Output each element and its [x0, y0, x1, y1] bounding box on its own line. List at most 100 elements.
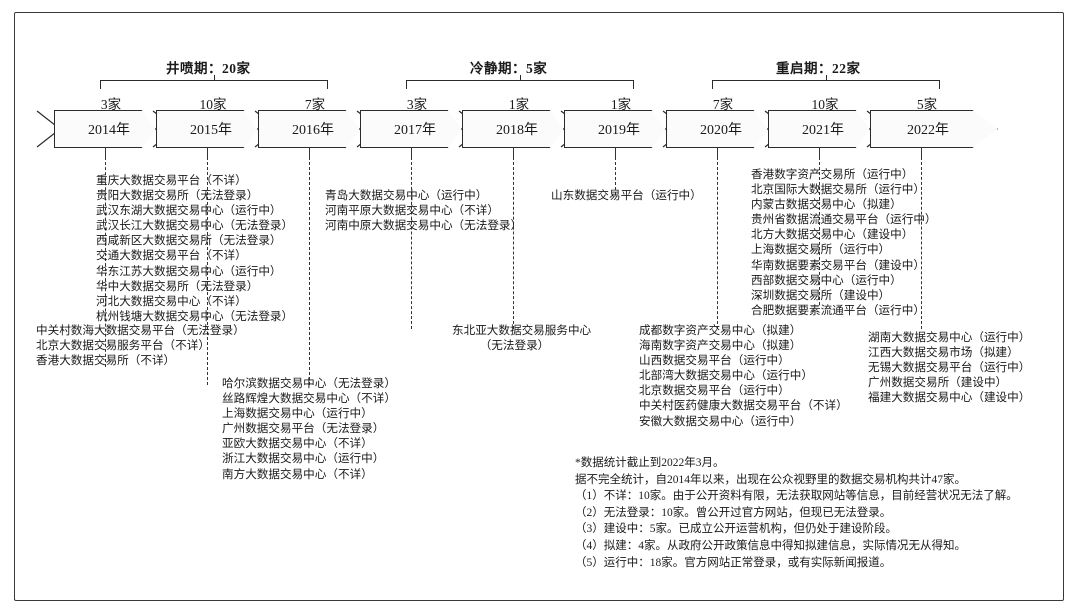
entries-2017: 青岛大数据交易中心（运行中） 河南平原大数据交易中心（不详） 河南中原大数据交易…: [325, 188, 522, 233]
year-label-2014: 2014年: [88, 123, 130, 138]
list-item: 华中大数据交易所（无法登录）: [96, 279, 259, 293]
year-count-2017: 3家: [406, 97, 428, 112]
list-item: 中关村医药健康大数据交易平台（不详）: [639, 399, 848, 413]
list-item: 深圳数据交易所（建设中）: [751, 288, 891, 302]
list-item: 重庆大数据交易平台（不详）: [96, 174, 247, 187]
list-item: 哈尔滨数据交易中心（无法登录）: [222, 377, 396, 390]
list-item: 贵阳大数据交易所（无法登录）: [96, 189, 259, 203]
list-item: 河北大数据交易中心（不详）: [96, 294, 247, 308]
list-item: 福建大数据交易中心（建设中）: [868, 391, 1031, 405]
footnote-line-5: （4）拟建：4家。从政府公开政策信息中得知拟建信息，实际情况无从得知。: [575, 539, 966, 552]
footnote-line-0: *数据统计截止到2022年3月。: [575, 457, 725, 469]
year-label-2015: 2015年: [190, 123, 232, 138]
list-item: 合肥数据要素流通平台（运行中）: [751, 303, 925, 317]
list-item: 杭州钱塘大数据交易中心（无法登录）: [96, 309, 294, 323]
year-count-2019: 1家: [610, 97, 632, 112]
leader-2014: [105, 157, 106, 367]
year-chevron-2018[interactable]: 2018年: [462, 110, 564, 148]
list-item: 青岛大数据交易中心（运行中）: [325, 189, 488, 202]
list-item: 香港大数据交易所（不详）: [36, 354, 176, 368]
leader-2019: [615, 157, 616, 195]
list-item: 上海数据交易中心（运行中）: [222, 407, 373, 421]
diagram-border: [14, 12, 1064, 601]
entries-2016: 哈尔滨数据交易中心（无法登录） 丝路辉煌大数据交易中心（不详） 上海数据交易中心…: [222, 376, 396, 482]
year-chevron-2020[interactable]: 2020年: [666, 110, 768, 148]
year-chevron-2021[interactable]: 2021年: [768, 110, 870, 148]
phase-label-1: 冷静期：5家: [470, 61, 548, 76]
list-item: 南方大数据交易中心（不详）: [222, 467, 373, 481]
list-item: 河南平原大数据交易中心（不详）: [325, 204, 499, 218]
leader-2018: [513, 157, 514, 329]
entries-2018: 东北亚大数据交易服务中心 （无法登录）: [452, 323, 591, 353]
list-item: 丝路辉煌大数据交易中心（不详）: [222, 392, 396, 406]
year-label-2018: 2018年: [496, 123, 538, 138]
list-item: 江西大数据交易市场（拟建）: [868, 346, 1019, 360]
list-item: 湖南大数据交易中心（运行中）: [868, 331, 1031, 344]
list-item: 武汉东湖大数据交易中心（运行中）: [96, 204, 282, 218]
tick-2014: [105, 148, 106, 157]
year-count-2015: 10家: [199, 97, 227, 112]
list-item: （无法登录）: [479, 339, 550, 353]
list-item: 亚欧大数据交易中心（不详）: [222, 437, 373, 451]
footnote-line-3: （2）无法登录：10家。曾公开过官方网站，但现已无法登录。: [575, 506, 892, 519]
list-item: 上海数据交易所（运行中）: [751, 243, 891, 257]
year-chevron-2014[interactable]: 2014年: [54, 110, 156, 148]
tick-2016: [309, 148, 310, 157]
entries-2019: 山东数据交易平台（运行中）: [551, 188, 702, 203]
entries-2014: 中关村数海大数据交易平台（无法登录） 北京大数据交易服务平台（不详） 香港大数据…: [36, 323, 245, 368]
year-count-2014: 3家: [100, 97, 122, 112]
footnote-line-6: （5）运行中：18家。官方网站正常登录，或有实际新闻报道。: [575, 556, 892, 569]
footnote-line-2: （1）不详：10家。由于公开资料有限，无法获取网站等信息，目前经营状况无法了解。: [575, 490, 1018, 503]
footnote-line-1: 据不完全统计，自2014年以来，出现在公众视野里的数据交易机构共计47家。: [575, 473, 966, 486]
list-item: 西部数据交易中心（运行中）: [751, 273, 902, 287]
phase-bracket-2: [712, 75, 940, 89]
list-item: 北京数据交易平台（运行中）: [639, 384, 790, 398]
list-item: 北方大数据交易中心（建设中）: [751, 228, 914, 242]
year-chevron-band: 2014年 2015年 2016年 2017年 2018年 2019年 2020…: [36, 110, 1044, 148]
list-item: 香港数字资产交易所（运行中）: [751, 168, 914, 181]
list-item: 贵州省数据流通交易平台（运行中）: [751, 213, 937, 227]
entries-2022: 湖南大数据交易中心（运行中） 江西大数据交易市场（拟建） 无锡大数据交易平台（运…: [868, 330, 1030, 405]
list-item: 西咸新区大数据交易所（无法登录）: [96, 234, 282, 248]
leader-2021: [819, 157, 820, 305]
leader-2020: [717, 157, 718, 329]
entries-2015: 重庆大数据交易平台（不详） 贵阳大数据交易所（无法登录） 武汉东湖大数据交易中心…: [96, 173, 293, 324]
year-chevron-2022[interactable]: 2022年: [870, 110, 998, 148]
list-item: 广州数据交易所（建设中）: [868, 376, 1008, 390]
list-item: 安徽大数据交易中心（运行中）: [639, 414, 802, 428]
list-item: 中关村数海大数据交易平台（无法登录）: [36, 324, 245, 337]
list-item: 河南中原大数据交易中心（无法登录）: [325, 219, 523, 233]
year-chevron-2019[interactable]: 2019年: [564, 110, 666, 148]
leader-2022: [921, 157, 922, 329]
phase-bracket-1: [406, 75, 634, 89]
list-item: 武汉长江大数据交易中心（无法登录）: [96, 219, 294, 233]
phase-bracket-0: [100, 75, 328, 89]
footnote-line-4: （3）建设中：5家。已成立公开运营机构，但仍处于建设阶段。: [575, 523, 897, 536]
list-item: 浙江大数据交易中心（运行中）: [222, 452, 385, 466]
leader-2016: [309, 157, 310, 385]
year-count-2021: 10家: [811, 97, 839, 112]
list-item: 内蒙古数据交易中心（拟建）: [751, 198, 902, 212]
list-item: 成都数字资产交易中心（拟建）: [639, 324, 802, 337]
entries-2021: 香港数字资产交易所（运行中） 北京国际大数据交易所（运行中） 内蒙古数据交易中心…: [751, 167, 937, 318]
year-label-2020: 2020年: [700, 123, 742, 138]
year-chevron-2016[interactable]: 2016年: [258, 110, 360, 148]
tick-2020: [717, 148, 718, 157]
tick-2018: [513, 148, 514, 157]
entries-2020: 成都数字资产交易中心（拟建） 海南数字资产交易中心（拟建） 山西数据交易平台（运…: [639, 323, 848, 429]
phase-label-2: 重启期：22家: [776, 61, 861, 76]
list-item: 山西数据交易平台（运行中）: [639, 354, 790, 368]
year-count-2022: 5家: [916, 97, 938, 112]
list-item: 北部湾大数据交易中心（运行中）: [639, 369, 813, 383]
footnote-block: *数据统计截止到2022年3月。 据不完全统计，自2014年以来，出现在公众视野…: [575, 455, 1045, 571]
year-chevron-2017[interactable]: 2017年: [360, 110, 462, 148]
year-label-2022: 2022年: [907, 123, 949, 138]
list-item: 广州数据交易平台（无法登录）: [222, 422, 385, 436]
year-label-2021: 2021年: [802, 123, 844, 138]
tick-2015: [207, 148, 208, 157]
phase-label-0: 井喷期：20家: [166, 61, 251, 76]
tick-2022: [921, 148, 922, 157]
year-chevron-2015[interactable]: 2015年: [156, 110, 258, 148]
list-item: 华南数据要素交易平台（建设中）: [751, 258, 925, 272]
